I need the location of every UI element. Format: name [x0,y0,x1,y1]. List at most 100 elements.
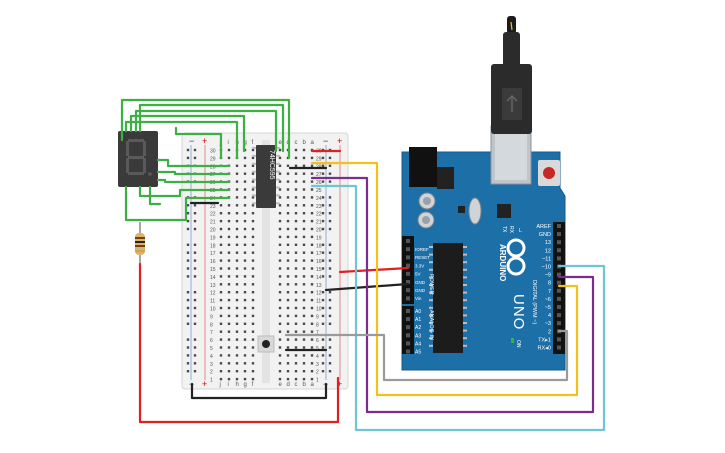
rail-hole[interactable] [193,156,197,160]
rail-hole[interactable] [321,204,325,207]
rail-hole[interactable] [321,354,325,357]
breadboard-hole[interactable] [251,377,255,381]
breadboard-hole[interactable] [251,298,255,302]
breadboard-hole[interactable] [278,275,282,278]
breadboard-hole[interactable] [294,259,298,262]
breadboard-hole[interactable] [286,354,290,357]
rail-hole[interactable] [321,243,325,246]
rail-hole[interactable] [321,172,325,175]
breadboard-hole[interactable] [294,172,298,175]
breadboard-hole[interactable] [286,267,290,270]
breadboard-hole[interactable] [310,377,314,381]
breadboard-hole[interactable] [278,306,282,310]
rail-hole[interactable] [328,291,332,294]
breadboard-hole[interactable] [251,291,255,294]
header-hole[interactable] [557,296,561,301]
breadboard-hole[interactable] [227,306,231,310]
breadboard-hole[interactable] [227,204,231,207]
breadboard-hole[interactable] [310,291,314,294]
breadboard-hole[interactable] [219,346,223,349]
breadboard-hole[interactable] [302,235,306,239]
breadboard-hole[interactable] [286,322,290,325]
rail-hole[interactable] [321,259,325,262]
rail-hole[interactable] [186,291,190,294]
rail-hole[interactable] [321,156,325,160]
rail-hole[interactable] [328,227,332,231]
rail-hole[interactable] [193,298,197,302]
rail-hole[interactable] [186,322,190,325]
rail-hole[interactable] [193,275,197,278]
breadboard-hole[interactable] [286,212,290,215]
breadboard-hole[interactable] [294,219,298,223]
breadboard-hole[interactable] [302,267,306,270]
header-hole[interactable] [557,305,561,309]
breadboard-hole[interactable] [310,251,314,254]
breadboard-hole[interactable] [235,164,239,167]
rail-hole[interactable] [193,346,197,349]
breadboard-hole[interactable] [243,243,247,246]
breadboard-hole[interactable] [302,291,306,294]
power-header[interactable] [402,236,414,304]
header-hole[interactable] [406,317,410,322]
header-hole[interactable] [557,224,561,228]
header-hole[interactable] [557,240,561,245]
breadboard-hole[interactable] [219,314,223,318]
breadboard-hole[interactable] [302,346,306,349]
breadboard-hole[interactable] [227,322,231,325]
breadboard-hole[interactable] [278,235,282,239]
rail-hole[interactable] [186,251,190,254]
breadboard-hole[interactable] [302,314,306,318]
breadboard-hole[interactable] [219,306,223,310]
header-hole[interactable] [557,345,561,350]
breadboard-hole[interactable] [235,204,239,207]
breadboard-hole[interactable] [286,370,290,373]
breadboard-hole[interactable] [294,196,298,199]
breadboard-hole[interactable] [219,243,223,246]
rail-hole[interactable] [321,291,325,294]
breadboard-hole[interactable] [294,346,298,349]
breadboard-hole[interactable] [286,314,290,318]
breadboard-hole[interactable] [286,235,290,239]
rail-hole[interactable] [321,275,325,278]
rail-hole[interactable] [321,298,325,302]
breadboard-hole[interactable] [227,267,231,270]
rail-hole[interactable] [186,212,190,215]
breadboard-hole[interactable] [302,259,306,262]
breadboard-hole[interactable] [219,204,223,207]
breadboard-hole[interactable] [286,196,290,199]
breadboard-hole[interactable] [235,180,239,183]
header-hole[interactable] [557,272,561,277]
breadboard-hole[interactable] [243,188,247,191]
rail-hole[interactable] [321,196,325,199]
breadboard-hole[interactable] [227,251,231,254]
breadboard-hole[interactable] [235,283,239,286]
breadboard-hole[interactable] [310,283,314,286]
breadboard-hole[interactable] [251,354,255,357]
rail-hole[interactable] [328,370,332,373]
breadboard-hole[interactable] [251,156,255,160]
green-wire[interactable] [156,170,231,176]
breadboard-hole[interactable] [310,156,314,160]
breadboard-hole[interactable] [278,148,282,152]
breadboard-hole[interactable] [227,283,231,286]
breadboard-hole[interactable] [251,251,255,254]
breadboard-hole[interactable] [278,298,282,302]
breadboard-hole[interactable] [251,322,255,325]
rail-hole[interactable] [328,338,332,341]
breadboard-hole[interactable] [219,227,223,231]
rail-hole[interactable] [193,370,197,373]
breadboard-hole[interactable] [243,362,247,365]
breadboard-hole[interactable] [251,212,255,215]
breadboard-hole[interactable] [219,275,223,278]
header-hole[interactable] [406,349,410,354]
rail-hole[interactable] [321,212,325,215]
breadboard-hole[interactable] [286,259,290,262]
breadboard-hole[interactable] [251,338,255,341]
breadboard-hole[interactable] [278,338,282,341]
breadboard-hole[interactable] [286,164,290,167]
breadboard-hole[interactable] [219,330,223,333]
rail-hole[interactable] [193,267,197,270]
rail-hole[interactable] [193,259,197,262]
breadboard-hole[interactable] [235,362,239,365]
rail-hole[interactable] [328,164,332,167]
